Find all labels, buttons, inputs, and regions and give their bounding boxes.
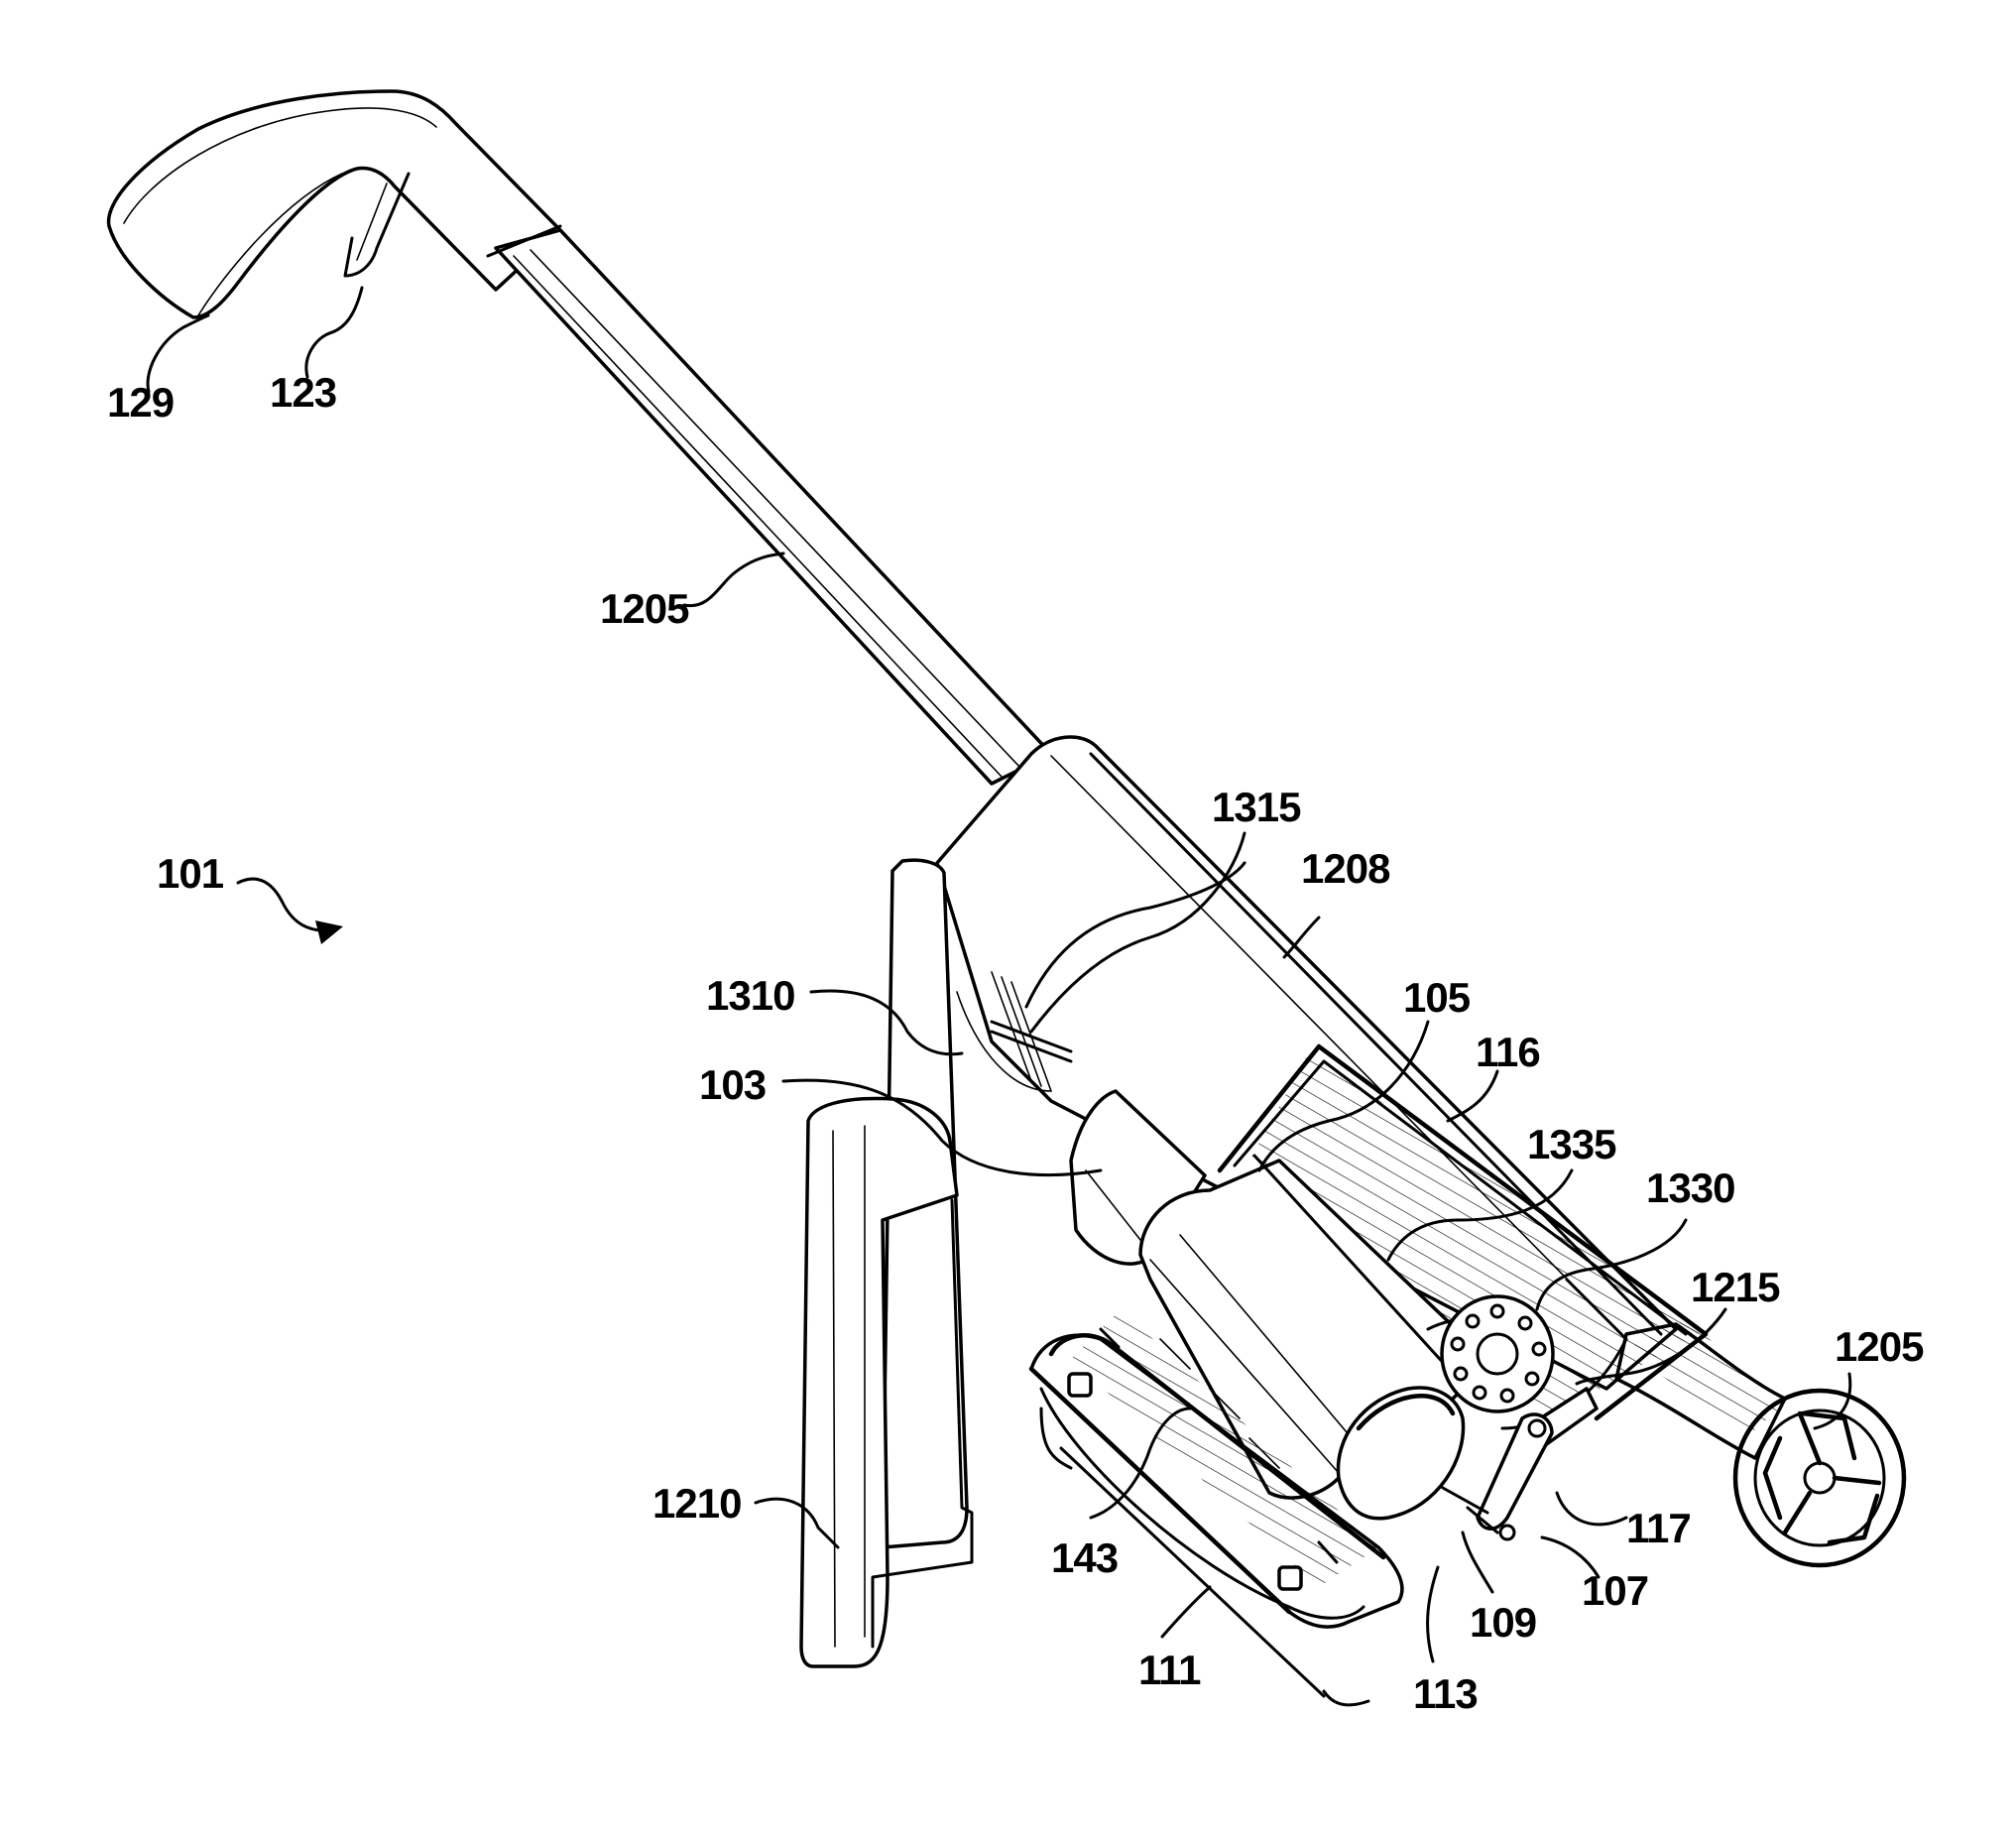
- label-1335: 1335: [1527, 1121, 1616, 1167]
- label-143: 143: [1051, 1534, 1118, 1581]
- label-117: 117: [1626, 1505, 1691, 1551]
- label-1330: 1330: [1646, 1164, 1734, 1211]
- label-116: 116: [1476, 1029, 1540, 1075]
- leader-123: [306, 288, 362, 377]
- label-129: 129: [107, 379, 174, 426]
- label-1208: 1208: [1301, 845, 1390, 892]
- label-123: 123: [270, 369, 336, 416]
- label-111: 111: [1138, 1647, 1201, 1693]
- telescoping-pole: [488, 226, 1051, 784]
- leader-111: [1162, 1587, 1210, 1637]
- label-109: 109: [1470, 1599, 1536, 1646]
- leader-1205-top: [684, 553, 783, 606]
- leader-117: [1557, 1493, 1626, 1525]
- label-1205-wheel: 1205: [1835, 1323, 1924, 1370]
- label-105: 105: [1403, 974, 1471, 1021]
- label-107: 107: [1582, 1567, 1648, 1614]
- leader-113: [1428, 1567, 1438, 1661]
- label-113: 113: [1413, 1670, 1478, 1717]
- label-1215: 1215: [1691, 1264, 1780, 1310]
- label-1310: 1310: [706, 972, 794, 1019]
- leader-109: [1463, 1532, 1492, 1592]
- handle-grip: [109, 91, 560, 317]
- arrow-101-icon: [315, 920, 343, 944]
- label-1205-top: 1205: [600, 585, 689, 632]
- label-1210: 1210: [652, 1480, 741, 1527]
- label-103: 103: [699, 1061, 766, 1108]
- label-101: 101: [157, 850, 224, 897]
- label-1315: 1315: [1212, 784, 1301, 830]
